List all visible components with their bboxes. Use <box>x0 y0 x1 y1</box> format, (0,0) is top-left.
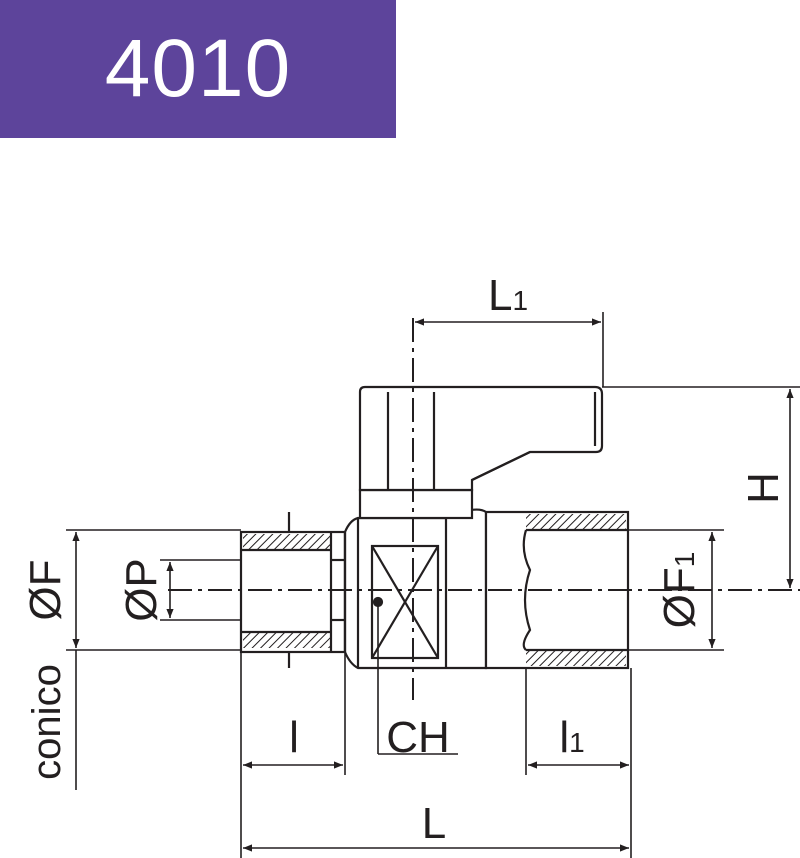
label-H: H <box>739 472 788 504</box>
label-L1: L1 <box>488 271 528 320</box>
label-CH: CH <box>386 713 450 762</box>
left-thread-hatch-top <box>243 534 331 550</box>
lever-handle <box>358 385 604 492</box>
right-thread-hatch-bottom <box>526 650 626 666</box>
right-thread-hatch-top <box>526 514 626 530</box>
hex-body <box>343 508 488 670</box>
extension-lines <box>66 312 800 858</box>
stem <box>358 488 474 520</box>
label-F: ØF <box>21 559 70 620</box>
label-L: L <box>422 799 446 848</box>
model-banner: 4010 <box>0 0 396 138</box>
left-thread-hatch-bottom <box>243 632 331 648</box>
model-number: 4010 <box>104 23 292 114</box>
hex-flat <box>370 544 440 660</box>
valve-body <box>239 385 630 670</box>
label-conico: conico <box>25 664 69 780</box>
center-lines <box>168 318 800 700</box>
dimension-labels: L1 H ØF ØP ØF1 conico l CH l1 L <box>21 271 788 848</box>
label-l1: l1 <box>559 713 584 762</box>
label-F1: ØF1 <box>655 552 704 629</box>
label-l: l <box>289 713 299 762</box>
dimension-lines <box>72 318 794 852</box>
label-P: ØP <box>117 558 166 622</box>
